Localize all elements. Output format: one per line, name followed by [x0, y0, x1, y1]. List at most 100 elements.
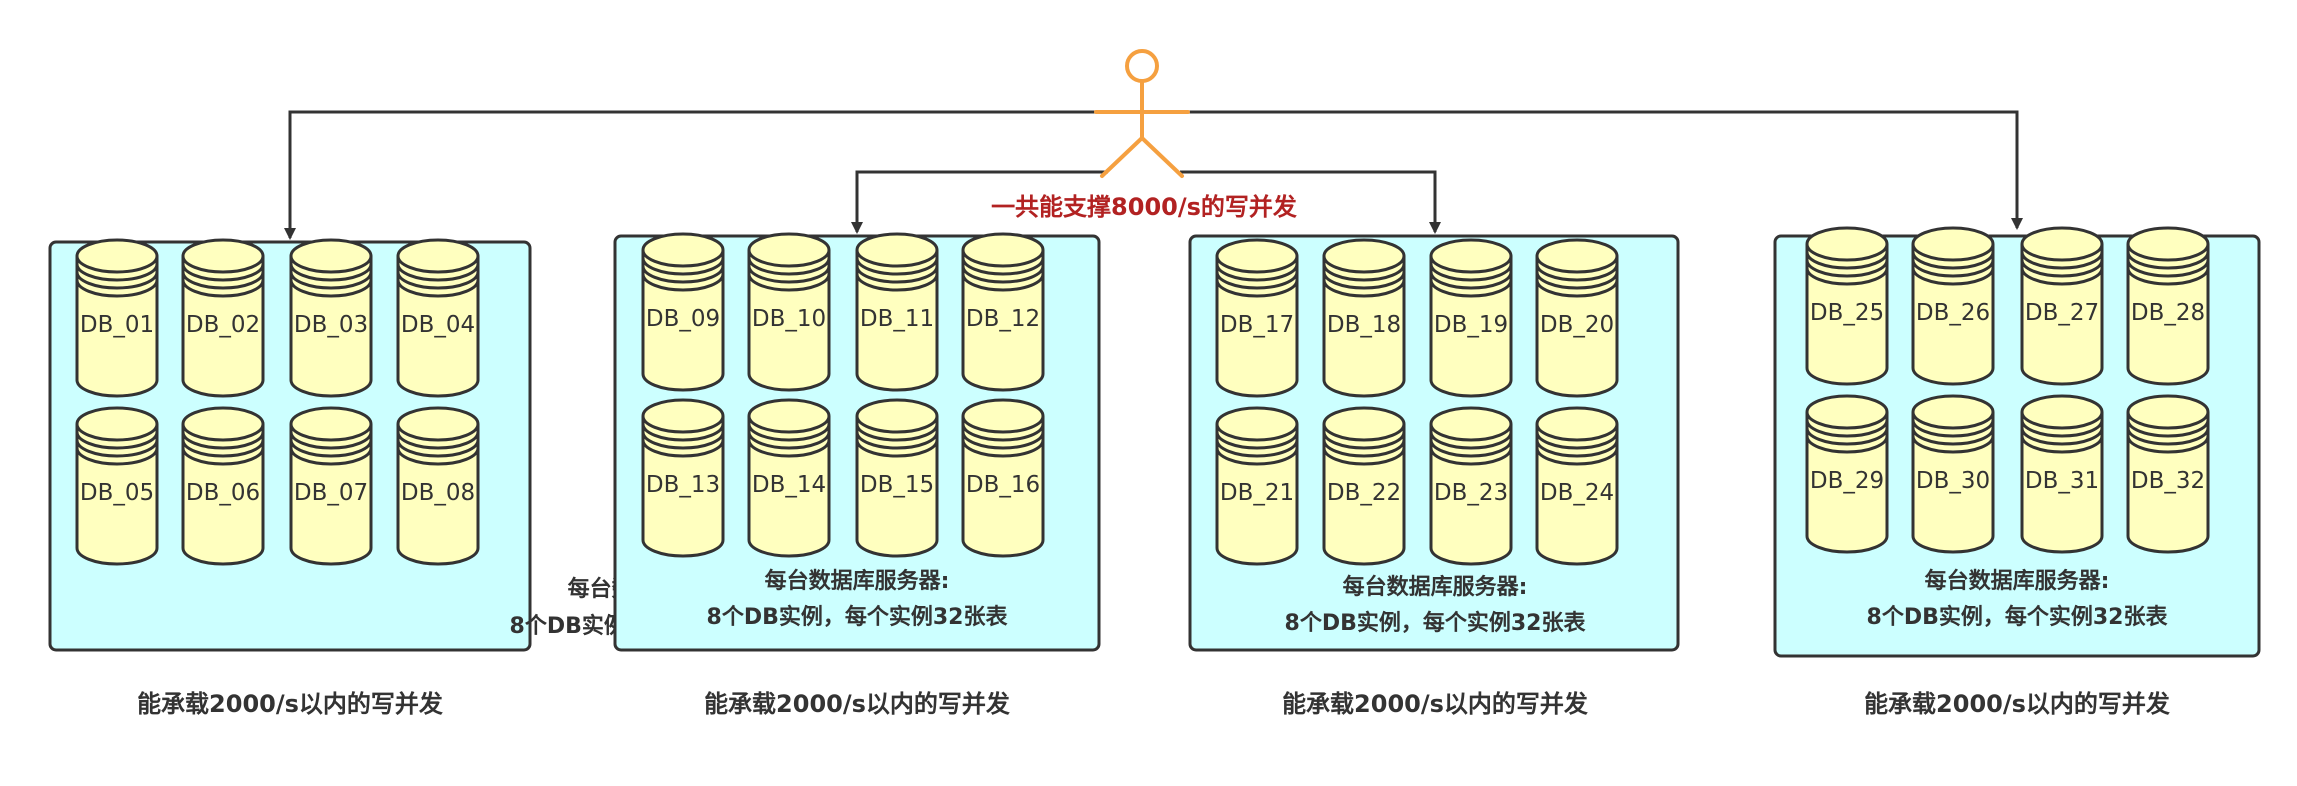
db-cylinder-ring	[747, 265, 831, 284]
db-instance: DB_18	[1322, 238, 1406, 398]
db-cylinder-top	[1535, 406, 1619, 442]
db-cylinder-top	[1805, 226, 1889, 262]
arrow-to-server-2	[851, 170, 1108, 234]
db-cylinder-ring	[75, 279, 159, 298]
db-label: DB_29	[1810, 468, 1884, 494]
db-cylinder-ring	[396, 279, 480, 298]
db-cylinder-body	[181, 256, 265, 398]
db-cylinder-ring	[1911, 251, 1995, 270]
db-cylinder-ring	[855, 439, 939, 458]
db-cylinder-top	[747, 232, 831, 268]
db-cylinder-body	[1535, 424, 1619, 566]
db-cylinder-ring	[396, 271, 480, 290]
db-cylinder-ring	[181, 431, 265, 450]
db-cylinder-ring	[747, 273, 831, 292]
db-cylinder-body	[641, 250, 725, 392]
db-label: DB_15	[860, 472, 934, 498]
db-cylinder-ring	[1429, 271, 1513, 290]
db-cylinder-body	[1215, 256, 1299, 398]
server-capacity-note: 能承载2000/s以内的写并发	[1864, 690, 2170, 718]
db-cylinder-ring	[1429, 263, 1513, 282]
db-instance: DB_10	[747, 232, 831, 392]
db-cylinder-body	[1805, 412, 1889, 554]
db-cylinder-ring	[2020, 435, 2104, 454]
db-cylinder-body	[289, 256, 373, 398]
db-instance: DB_22	[1322, 406, 1406, 566]
db-cylinder-top	[289, 238, 373, 274]
db-cylinder-body	[289, 424, 373, 566]
server-caption-line1: 每台数据库服务器:	[1343, 574, 1528, 600]
server-caption-line2: 8个DB实例，每个实例32张表	[1867, 604, 2169, 630]
db-cylinder-ring	[2020, 419, 2104, 438]
db-cylinder-top	[1322, 406, 1406, 442]
db-cylinder-top	[1911, 394, 1995, 430]
db-cylinder-top	[1215, 238, 1299, 274]
db-cylinder-top	[181, 406, 265, 442]
db-cylinder-ring	[855, 273, 939, 292]
db-cylinder-ring	[855, 423, 939, 442]
db-cylinder-ring	[2126, 435, 2210, 454]
db-instance: DB_16	[961, 398, 1045, 558]
db-instance: DB_01	[75, 238, 159, 398]
db-cylinder-ring	[75, 431, 159, 450]
db-cylinder-ring	[396, 263, 480, 282]
db-cylinder-top	[961, 398, 1045, 434]
db-cylinder-top	[396, 238, 480, 274]
db-cylinder-top	[181, 238, 265, 274]
db-cylinder-ring	[289, 439, 373, 458]
db-cylinder-ring	[289, 431, 373, 450]
db-cylinder-ring	[1429, 447, 1513, 466]
db-instance: DB_09	[641, 232, 725, 392]
user-actor-icon	[1094, 49, 1190, 178]
db-label: DB_26	[1916, 300, 1990, 326]
db-label: DB_23	[1434, 480, 1508, 506]
db-cylinder-ring	[855, 265, 939, 284]
db-cylinder-body	[1535, 256, 1619, 398]
db-cylinder-ring	[2126, 267, 2210, 286]
db-cylinder-ring	[1322, 271, 1406, 290]
db-cylinder-ring	[75, 263, 159, 282]
db-cylinder-body	[396, 424, 480, 566]
db-instance: DB_21	[1215, 406, 1299, 566]
db-cylinder-top	[1429, 238, 1513, 274]
db-instance: DB_29	[1805, 394, 1889, 554]
db-cylinder-body	[2126, 412, 2210, 554]
db-cylinder-ring	[2020, 259, 2104, 278]
db-label: DB_07	[294, 480, 368, 506]
db-instance: DB_32	[2126, 394, 2210, 554]
db-cylinder-top	[1911, 226, 1995, 262]
db-cylinder-body	[961, 416, 1045, 558]
db-cylinder-ring	[396, 431, 480, 450]
db-cylinder-ring	[961, 431, 1045, 450]
db-cylinder-ring	[1535, 447, 1619, 466]
db-cylinder-top	[2020, 394, 2104, 430]
db-cylinder-ring	[289, 271, 373, 290]
db-label: DB_22	[1327, 480, 1401, 506]
db-cylinder-ring	[1805, 427, 1889, 446]
db-cylinder-ring	[961, 265, 1045, 284]
db-cylinder-ring	[641, 431, 725, 450]
db-label: DB_17	[1220, 312, 1294, 338]
db-cylinder-top	[1322, 238, 1406, 274]
db-cylinder-ring	[1215, 271, 1299, 290]
db-label: DB_32	[2131, 468, 2205, 494]
db-label: DB_30	[1916, 468, 1990, 494]
db-label: DB_10	[752, 306, 826, 332]
db-cylinder-top	[1215, 406, 1299, 442]
db-cylinder-top	[641, 398, 725, 434]
db-cylinder-ring	[75, 439, 159, 458]
db-label: DB_05	[80, 480, 154, 506]
db-cylinder-top	[1535, 238, 1619, 274]
db-cylinder-ring	[181, 271, 265, 290]
db-cylinder-ring	[2020, 427, 2104, 446]
db-label: DB_06	[186, 480, 260, 506]
db-cylinder-top	[2126, 394, 2210, 430]
db-cylinder-ring	[2020, 251, 2104, 270]
db-cylinder-ring	[181, 439, 265, 458]
db-cylinder-ring	[1215, 431, 1299, 450]
db-cylinder-ring	[1215, 439, 1299, 458]
db-instance: DB_15	[855, 398, 939, 558]
db-cylinder-top	[289, 406, 373, 442]
